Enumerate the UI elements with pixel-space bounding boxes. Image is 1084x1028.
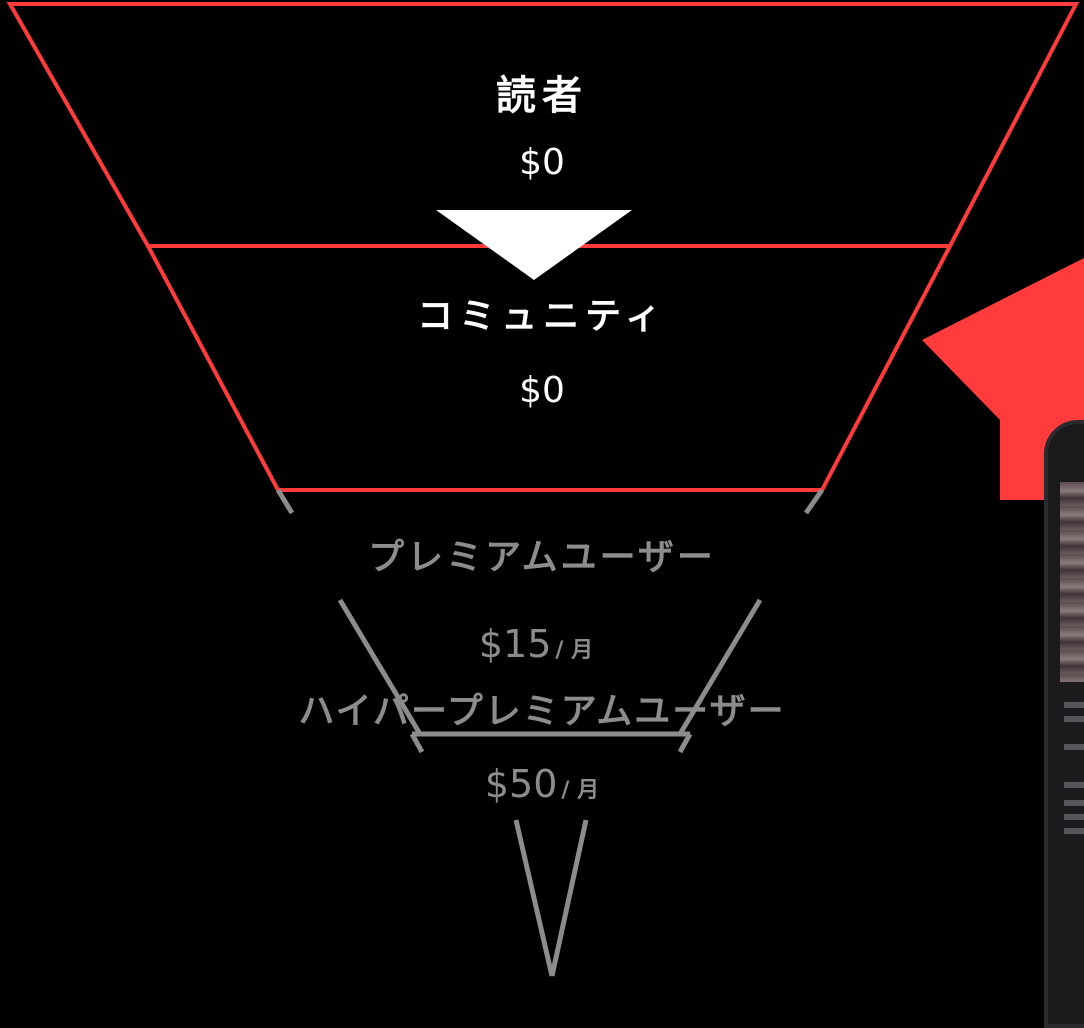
article-text-line [1064, 800, 1084, 806]
funnel-edge [513, 819, 555, 977]
arrow-shape [922, 258, 1084, 500]
tier-name-readers: 読者 [496, 73, 588, 119]
tier-price-premium: $15/ 月 [0, 622, 1078, 666]
tier-name-premium: プレミアムユーザー [368, 537, 716, 578]
article-text-line [1064, 716, 1084, 722]
article-text-line [1064, 828, 1084, 834]
funnel-edge [409, 732, 425, 754]
tier-price-readers: $0 [0, 142, 1084, 183]
funnel-edge [677, 598, 763, 736]
tier-price-community: $0 [0, 370, 1084, 411]
tier-name-hyper-premium: ハイパープレミアムユーザー [298, 691, 786, 732]
article-image [1060, 482, 1084, 682]
funnel-edge [803, 488, 825, 515]
article-text-line [1064, 814, 1084, 820]
funnel-diagram [6, 2, 1084, 977]
funnel-edge [275, 488, 295, 515]
price-unit: / 月 [555, 638, 594, 663]
article-text-line [1064, 702, 1084, 708]
price-unit: / 月 [561, 778, 600, 803]
phone-mockup [1044, 420, 1084, 1028]
price-value: $15 [478, 622, 552, 666]
funnel-edge [337, 598, 423, 736]
funnel-edge [677, 732, 693, 754]
funnel-section-readers [6, 2, 1080, 248]
price-value: $0 [519, 142, 565, 183]
price-value: $0 [519, 370, 565, 411]
phone-screen [1060, 482, 1084, 1002]
article-text-line [1064, 744, 1084, 750]
price-value: $50 [484, 762, 558, 806]
tier-price-hyper-premium: $50/ 月 [0, 762, 1084, 806]
tier-name-community: コミュニティ [417, 296, 667, 337]
funnel-section-community [144, 244, 954, 492]
funnel-edge [549, 819, 589, 977]
down-arrow-icon [436, 210, 632, 280]
article-text-line [1064, 782, 1084, 788]
